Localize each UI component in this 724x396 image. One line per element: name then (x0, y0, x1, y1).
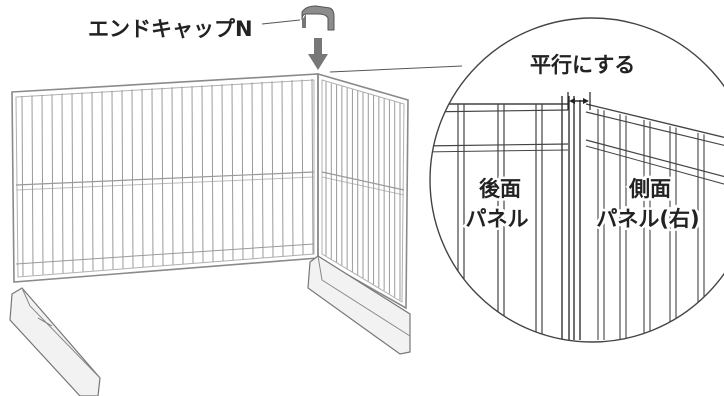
fence-wire (21, 95, 24, 277)
parallel-gap-arrow-icon (567, 92, 591, 110)
fence-wire (191, 86, 194, 264)
fence-wire (91, 91, 94, 271)
end-cap-icon (301, 5, 335, 31)
fence-wire (291, 80, 294, 256)
fence-wire (151, 88, 154, 267)
fence-wire (81, 92, 84, 272)
back-panel-label: 後面 パネル (463, 175, 531, 234)
fence-wire (281, 80, 284, 257)
fence-wire (171, 87, 174, 265)
fence-wire (231, 83, 234, 261)
fence-wire (261, 81, 264, 258)
fence-wire (71, 93, 74, 273)
fence-wire (121, 90, 124, 269)
end-cap-leader-line (261, 19, 301, 25)
fence-wire (311, 78, 314, 255)
side-panel-label-line1: 側面 (628, 177, 671, 201)
fence-wire (41, 94, 44, 275)
back-panel-label-line2: パネル (466, 207, 529, 231)
side-panel-label-line2: パネル(右) (596, 207, 699, 231)
fence-wire (241, 83, 244, 260)
end-cap-label: エンドキャップN (88, 17, 253, 41)
back-panel-bars (21, 78, 314, 277)
fence-wire (31, 95, 34, 276)
fence-wire (111, 90, 114, 270)
parallel-label: 平行にする (530, 53, 635, 77)
fence-wire (271, 81, 274, 258)
fence-wire (51, 94, 54, 274)
fence-wire (221, 84, 224, 261)
back-panel-label-line1: 後面 (479, 177, 521, 201)
fence-wire (131, 89, 134, 268)
fence-wire (201, 85, 204, 263)
side-panel-fence (317, 72, 409, 310)
fence-wire (141, 88, 144, 267)
back-panel-fence (11, 73, 319, 283)
side-panel-bars (325, 82, 401, 300)
down-arrow-icon (308, 38, 328, 70)
right-base-foot (307, 255, 411, 355)
left-base-foot (9, 287, 101, 396)
zoom-detail-circle (429, 17, 724, 343)
fence-wire (161, 87, 164, 266)
zoom-side-panel (573, 96, 724, 340)
fence-wire (61, 93, 64, 273)
fence-wire (301, 79, 304, 255)
fence-wire (181, 86, 184, 264)
fence-wire (101, 91, 104, 270)
zoom-leader-line (329, 65, 463, 73)
fence-wire (211, 84, 214, 262)
fence-wire (251, 82, 254, 259)
side-panel-label: 側面 パネル(右) (594, 175, 702, 234)
